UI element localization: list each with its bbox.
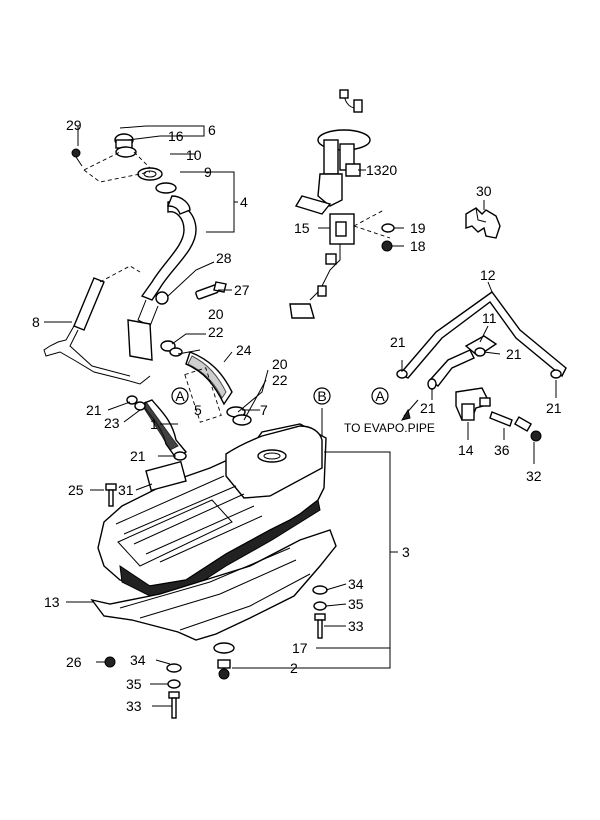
callout-22-lower: 22 bbox=[272, 372, 288, 388]
ref-circle-a-left bbox=[171, 387, 189, 405]
callout-7: 7 bbox=[260, 402, 268, 418]
evap-hose-11 bbox=[428, 335, 498, 387]
callout-12: 12 bbox=[480, 267, 496, 283]
callout-1320: 1320 bbox=[366, 162, 397, 178]
fuel-tank bbox=[97, 423, 327, 597]
callout-9: 9 bbox=[204, 164, 212, 180]
callout-21-left: 21 bbox=[86, 402, 102, 418]
washer-17 bbox=[213, 642, 235, 654]
bolt-33-left bbox=[166, 663, 182, 719]
o-ring-19 bbox=[381, 223, 395, 233]
callout-17: 17 bbox=[292, 640, 308, 656]
nut-26 bbox=[104, 656, 116, 668]
callout-35-left: 35 bbox=[126, 676, 142, 692]
callout-labels: 29 16 6 10 9 4 28 27 8 20 22 24 20 22 5 … bbox=[32, 117, 562, 714]
callout-20-upper: 20 bbox=[208, 306, 224, 322]
callout-29: 29 bbox=[66, 117, 82, 133]
callout-33-left: 33 bbox=[126, 698, 142, 714]
callout-15: 15 bbox=[294, 220, 310, 236]
tank-heat-shield-13 bbox=[90, 529, 337, 641]
ref-label-a-left: A bbox=[175, 388, 185, 404]
connector-36 bbox=[489, 411, 513, 427]
callout-11: 11 bbox=[482, 310, 497, 326]
leader-lines bbox=[44, 125, 557, 707]
callout-32: 32 bbox=[526, 468, 542, 484]
filler-neck-pipe bbox=[137, 195, 197, 327]
callout-20-lower: 20 bbox=[272, 356, 288, 372]
callout-4: 4 bbox=[240, 194, 248, 210]
callout-8: 8 bbox=[32, 314, 40, 330]
filler-bracket-8 bbox=[43, 265, 151, 385]
callout-21-evap-left: 21 bbox=[390, 334, 406, 350]
evap-valve-14 bbox=[455, 387, 492, 421]
callout-10: 10 bbox=[186, 147, 202, 163]
callout-2: 2 bbox=[290, 660, 298, 676]
fuel-sender-15 bbox=[289, 213, 355, 319]
hose-clamp-20-22 bbox=[160, 340, 252, 426]
callout-34-right: 34 bbox=[348, 576, 364, 592]
drain-plug-2 bbox=[217, 659, 231, 680]
callout-24: 24 bbox=[236, 342, 252, 358]
callout-36: 36 bbox=[494, 442, 510, 458]
vent-hose-24 bbox=[185, 351, 233, 406]
callout-35-right: 35 bbox=[348, 596, 364, 612]
filler-ring-9 bbox=[155, 182, 177, 194]
bolt-32 bbox=[513, 416, 542, 442]
callout-33-right: 33 bbox=[348, 618, 364, 634]
ref-label-b: B bbox=[317, 388, 326, 404]
filler-gasket-10 bbox=[137, 167, 163, 181]
callout-25: 25 bbox=[68, 482, 84, 498]
callout-3: 3 bbox=[402, 544, 410, 560]
clamp-21-23 bbox=[126, 395, 187, 461]
callout-22-upper: 22 bbox=[208, 324, 224, 340]
ref-label-a-right: A bbox=[375, 388, 385, 404]
callout-21-evap-far: 21 bbox=[546, 400, 562, 416]
callout-30: 30 bbox=[476, 183, 492, 199]
callout-19: 19 bbox=[410, 220, 426, 236]
bolt-27 bbox=[195, 281, 227, 300]
callout-21-evap-mid: 21 bbox=[420, 400, 436, 416]
callout-26: 26 bbox=[66, 654, 82, 670]
callout-14: 14 bbox=[458, 442, 474, 458]
bolt-25 bbox=[105, 483, 117, 507]
callout-5: 5 bbox=[194, 402, 202, 418]
callout-27: 27 bbox=[234, 282, 250, 298]
callout-1: 1 bbox=[150, 416, 158, 432]
callout-18: 18 bbox=[410, 238, 426, 254]
fuel-pump-module bbox=[294, 89, 371, 215]
callout-13: 13 bbox=[44, 594, 60, 610]
callout-28: 28 bbox=[216, 250, 232, 266]
callout-16: 16 bbox=[168, 128, 184, 144]
bracket-30 bbox=[465, 207, 501, 239]
ref-circle-b bbox=[313, 387, 331, 405]
callout-21-evap-right: 21 bbox=[506, 346, 522, 362]
callout-21-tank: 21 bbox=[130, 448, 146, 464]
nut-28 bbox=[155, 291, 169, 305]
callout-6: 6 bbox=[208, 122, 216, 138]
screw-29 bbox=[71, 148, 83, 167]
nut-18 bbox=[381, 240, 393, 252]
callout-31: 31 bbox=[118, 482, 134, 498]
callout-23: 23 bbox=[104, 415, 120, 431]
evapo-pipe-note: TO EVAPO.PIPE bbox=[344, 421, 435, 435]
ref-circle-a-right bbox=[371, 387, 389, 405]
evap-pipe-12 bbox=[398, 291, 567, 379]
callout-34-left: 34 bbox=[130, 652, 146, 668]
fuel-filler-cap bbox=[114, 133, 137, 158]
bolt-33-right bbox=[312, 585, 328, 639]
